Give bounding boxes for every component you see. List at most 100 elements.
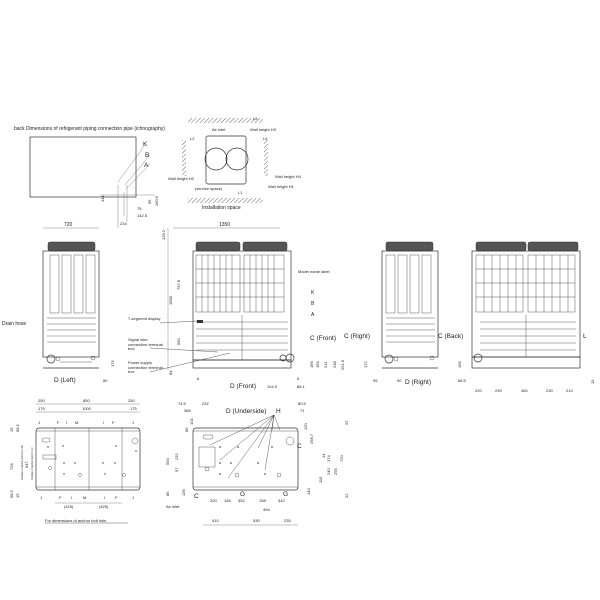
- c-right-label: C (Right): [344, 333, 370, 340]
- dim: 104.9: [267, 384, 278, 389]
- dim: 211: [323, 361, 328, 368]
- dim: 85: [165, 491, 170, 496]
- dim: 232: [202, 401, 209, 406]
- c-back-label: C (Back): [438, 333, 463, 340]
- dim: 385: [184, 408, 191, 413]
- label-j: J: [38, 420, 40, 425]
- installation-caption: Installation space: [202, 205, 241, 211]
- dim: 494: [263, 507, 270, 512]
- dim: 6: [197, 376, 200, 381]
- dim: 57: [174, 467, 179, 472]
- dim: 214: [566, 388, 573, 393]
- label-j: J: [132, 495, 134, 500]
- d-left-label: D (Left): [54, 377, 76, 384]
- underside-title: D (Underside): [226, 408, 266, 415]
- dim: 19: [9, 427, 14, 432]
- dim: 175: [110, 360, 115, 367]
- dim: 174: [326, 455, 331, 462]
- dim: 175: [130, 406, 137, 411]
- dim: 235: [284, 518, 291, 523]
- label-b: B: [311, 301, 315, 307]
- dim: 230: [546, 388, 553, 393]
- spacing-label: L3: [253, 116, 258, 121]
- note: Position of anchor bolt (0 x 1): [31, 447, 34, 480]
- dim: 797.8: [176, 279, 181, 290]
- dim: 101: [189, 418, 194, 425]
- dim: 160.5: [154, 195, 159, 206]
- dim: 58.5: [15, 423, 20, 432]
- dim: 647: [24, 461, 29, 468]
- service-space-label: (service space): [195, 186, 223, 191]
- wall-label: Wall height H4: [275, 174, 302, 179]
- anchor-bolt-plan: 250 850 250 175 1000 175 19 58.5 726 647…: [9, 398, 141, 524]
- wall-label: Wall height H3: [250, 127, 277, 132]
- label-c: C: [297, 443, 302, 450]
- dim: 352: [238, 498, 245, 503]
- label-c: C: [194, 493, 199, 500]
- label-a: A: [311, 312, 315, 318]
- dim: 410: [212, 518, 219, 523]
- left-side-view: 720 Drain hose D (Left) 175 80: [2, 222, 115, 384]
- dim: 232: [174, 453, 179, 460]
- seven-segment-label: 7-segment display: [128, 317, 161, 321]
- dim: 71: [300, 408, 305, 413]
- wall-label: Wall height H1: [268, 184, 295, 189]
- label-m: M: [75, 420, 78, 425]
- dim: 84: [168, 370, 173, 375]
- dim: 22: [344, 493, 349, 498]
- anchor-caption: For dimensions of anchor bolt hole: [45, 518, 107, 523]
- dim: 80: [103, 378, 108, 383]
- label-a: A: [144, 162, 149, 169]
- wall-label: Wall height H2: [168, 176, 195, 181]
- dim: 14: [321, 453, 326, 458]
- dim: 690: [176, 338, 181, 345]
- back-view: C (Back) L 166 86.5 220 230 450 230 214 …: [438, 241, 595, 393]
- label-f: F: [57, 420, 60, 425]
- seven-segment-display: [197, 320, 203, 323]
- dim: 158: [259, 498, 266, 503]
- dim: 1690: [168, 295, 173, 305]
- label-j: J: [40, 495, 42, 500]
- dim: 74.5: [178, 401, 187, 406]
- dim: 19: [15, 493, 20, 498]
- dim: 250: [38, 398, 45, 403]
- label-l: L: [583, 333, 587, 340]
- label-b: B: [145, 152, 149, 159]
- unit-outline: [29, 136, 137, 198]
- front-view: 1350 128.2 797.8 1690 690 84 7-segment d…: [128, 222, 345, 390]
- underside-view: D (Underside) H 74.5 232 385 80.5 71 85 …: [165, 401, 349, 526]
- dim: 169: [315, 361, 320, 368]
- dim: 22: [344, 420, 349, 425]
- unit-top-view: [205, 135, 247, 185]
- dim: 1000: [82, 406, 92, 411]
- dim: 95: [373, 378, 378, 383]
- dim: 115: [318, 476, 323, 483]
- dim: 85: [184, 427, 189, 432]
- dim: 58.5: [9, 489, 14, 498]
- air-inlet-label: Air inlet: [212, 127, 226, 132]
- dim: 450: [521, 388, 528, 393]
- dim: 75: [137, 206, 142, 211]
- dim: 15: [590, 379, 595, 384]
- dim: 298.7: [309, 433, 314, 444]
- spacing-label: L1: [238, 190, 243, 195]
- power-supply-label: Power supply connection terminal box: [128, 361, 163, 375]
- air-inlet-label: Air inlet: [166, 504, 180, 509]
- d-right-label: D (Right): [405, 379, 431, 386]
- dim: 172: [363, 361, 368, 368]
- label-g: G: [240, 491, 245, 498]
- signal-wire-label: Signal wire connection terminal box: [128, 338, 163, 352]
- label-i: I: [104, 495, 105, 500]
- label-j: J: [132, 420, 134, 425]
- dim: 594: [165, 458, 170, 465]
- dim: 720: [64, 222, 73, 228]
- dim: 342: [278, 498, 285, 503]
- label-k: K: [311, 290, 315, 296]
- dim: 141: [100, 195, 105, 202]
- drain-hose-label: Drain hose: [2, 321, 26, 327]
- label-g: G: [283, 491, 288, 498]
- dim: 175: [38, 406, 45, 411]
- dim: 136: [181, 489, 186, 496]
- label-h: H: [276, 408, 281, 415]
- dim: 251.6: [340, 359, 345, 370]
